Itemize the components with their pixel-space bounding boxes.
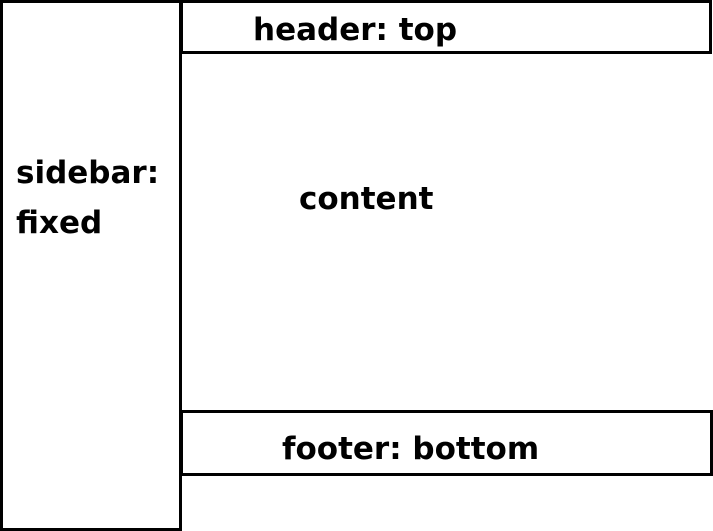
content-label: content [299,181,434,217]
footer-label: footer: bottom [282,431,540,467]
header-label: header: top [253,12,458,48]
sidebar-box: sidebar: fixed [0,0,182,531]
sidebar-label: sidebar: fixed [16,155,160,241]
header-box: header: top [180,0,712,54]
footer-box: footer: bottom [180,410,713,476]
